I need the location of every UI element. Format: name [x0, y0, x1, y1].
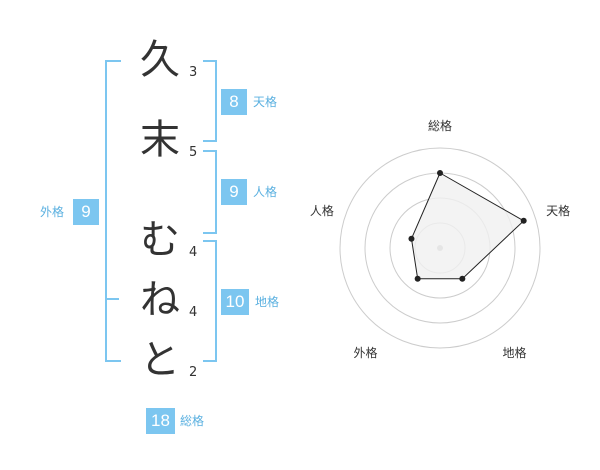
- stroke-count-3: 4: [189, 245, 198, 260]
- name-char-1: 久: [140, 37, 180, 83]
- jinkaku-label: 人格: [253, 185, 278, 199]
- chikaku-label: 地格: [255, 295, 280, 309]
- jinkaku-badge: 9: [221, 179, 247, 205]
- gaikaku-bracket-tick: [107, 298, 119, 300]
- name-char-3: む: [140, 217, 180, 263]
- radar-axis-label-5: 人格: [310, 203, 334, 218]
- radar-point-5: [408, 235, 415, 242]
- soukaku-badge: 18: [146, 408, 175, 434]
- tenkaku-bracket: [203, 60, 217, 142]
- chikaku-badge: 10: [221, 289, 249, 315]
- radar-axis-label-4: 外格: [353, 345, 377, 360]
- radar-axis-label-3: 地格: [503, 345, 527, 360]
- name-char-4: ね: [140, 277, 180, 323]
- radar-axis-label-2: 天格: [546, 203, 570, 218]
- radar-point-1: [437, 170, 443, 176]
- tenkaku-label: 天格: [253, 95, 278, 109]
- tenkaku-badge: 8: [221, 89, 247, 115]
- stroke-count-4: 4: [189, 305, 198, 320]
- stroke-count-5: 2: [189, 365, 198, 380]
- soukaku-label: 総格: [180, 414, 205, 428]
- radar-point-4: [414, 275, 421, 282]
- stroke-count-1: 3: [189, 65, 198, 80]
- radar-ring-4: [339, 147, 541, 349]
- gaikaku-badge: 9: [73, 199, 99, 225]
- jinkaku-bracket: [203, 150, 217, 234]
- radar-axis-label-1: 総格: [428, 118, 452, 133]
- name-char-2: 末: [140, 117, 180, 163]
- radar-point-2: [520, 217, 527, 224]
- gaikaku-label: 外格: [40, 205, 65, 219]
- radar-series-polygon: [410, 172, 525, 280]
- chikaku-bracket: [203, 240, 217, 362]
- stroke-count-2: 5: [189, 145, 198, 160]
- radar-point-3: [459, 275, 466, 282]
- gaikaku-bracket: [105, 60, 121, 362]
- name-char-5: と: [140, 337, 180, 383]
